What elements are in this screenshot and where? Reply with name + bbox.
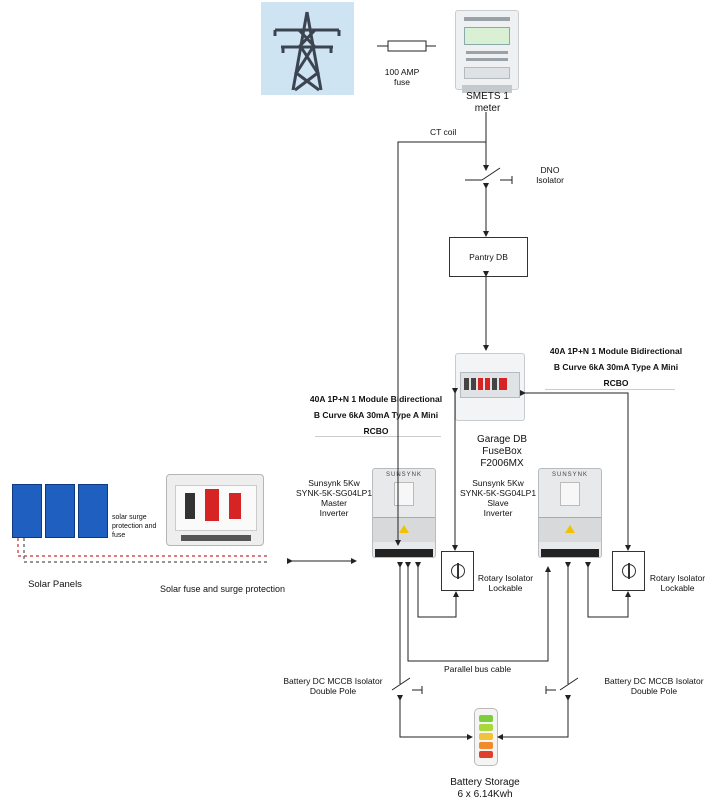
- garage-db-image: [455, 353, 525, 421]
- solar-panels-image: [12, 484, 112, 546]
- garage-to-slave-wire: [520, 390, 631, 551]
- dno-switch-blade: [481, 167, 501, 181]
- solar-panel: [45, 484, 75, 538]
- ct-coil-label: CT coil: [430, 127, 457, 137]
- solar-cable-red: [17, 538, 268, 557]
- parallel-bus-wire: [405, 562, 551, 662]
- warning-icon: [399, 525, 409, 533]
- parallel-bus-label: Parallel bus cable: [444, 664, 512, 674]
- solar-cable-black: [23, 538, 270, 563]
- battery-isolator-right-to-battery: [497, 695, 571, 740]
- smart-meter-image: [455, 10, 519, 93]
- rcbo-left-divider: [315, 436, 441, 437]
- battery-isolator-left-blade: [391, 677, 411, 691]
- master-inverter-image: SUNSYNK: [372, 468, 436, 558]
- battery-icon: [474, 708, 498, 766]
- battery-isolator-left-to-battery: [397, 695, 473, 740]
- ct-coil-wire: [395, 141, 486, 546]
- master-to-rotary-wire: [415, 562, 459, 618]
- pylon-image: [261, 2, 354, 95]
- battery-isolator-right-blade: [559, 677, 579, 691]
- solar-panels-label: Solar Panels: [28, 579, 82, 590]
- rcbo-right-label: 40A 1P+N 1 Module Bidirectional B Curve …: [549, 346, 683, 388]
- solar-fuse-label: Solar fuse and surge protection: [159, 584, 286, 594]
- rcbo-right-divider: [545, 389, 675, 390]
- fuse-icon: [387, 40, 427, 52]
- solar-fuse-box-image: [166, 474, 264, 546]
- solar-panel: [12, 484, 42, 538]
- master-inverter-brand: SUNSYNK: [385, 472, 422, 478]
- pantry-db-label: Pantry DB: [469, 252, 508, 262]
- solar-panel: [78, 484, 108, 538]
- rcbo-left-label: 40A 1P+N 1 Module Bidirectional B Curve …: [309, 394, 443, 436]
- slave-to-rotary-wire: [585, 562, 631, 618]
- pantry-db-box: Pantry DB: [449, 237, 528, 277]
- transmission-pylon-icon: [273, 11, 341, 92]
